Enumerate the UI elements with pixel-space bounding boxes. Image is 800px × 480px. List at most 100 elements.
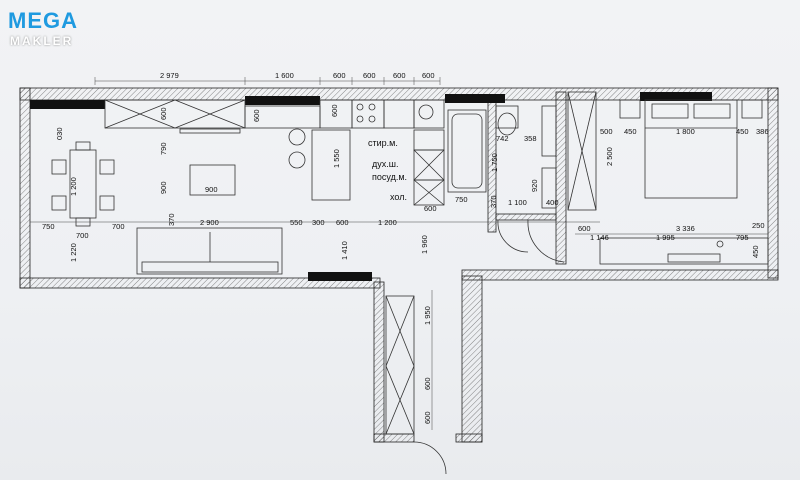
- label-fridge: хол.: [390, 192, 407, 202]
- corridor-east-wall: [461, 275, 483, 443]
- dim-bath-742: 742: [496, 134, 509, 143]
- dim-left-790: 790: [159, 142, 168, 155]
- dim-dining-750: 750: [42, 222, 55, 231]
- corridor-storage: [385, 295, 447, 475]
- dim-top-600b: 600: [363, 71, 376, 80]
- toilet: [495, 105, 519, 129]
- dim-bed-386: 386: [756, 127, 769, 136]
- dim-bed-1800: 1 800: [676, 127, 695, 136]
- dim-top-2979: 2 979: [160, 71, 179, 80]
- chair-2: [51, 195, 67, 211]
- corridor-west-wall: [373, 281, 385, 443]
- dim-bed-3336: 3 336: [676, 224, 695, 233]
- dim-kit-1550: 1 550: [332, 149, 341, 168]
- east-wall: [767, 87, 779, 279]
- dim-bath-920: 920: [530, 179, 539, 192]
- dim-left-900: 900: [159, 181, 168, 194]
- dim-left-370: 370: [167, 213, 176, 226]
- dim-row-550: 550: [290, 218, 303, 227]
- dim-kit-600c: 600: [330, 104, 339, 117]
- windows: [30, 92, 712, 281]
- bedroom-wall: [555, 91, 567, 265]
- nightstand-right: [741, 99, 763, 119]
- bath-wall-bottom: [495, 213, 557, 221]
- chair-3: [99, 159, 115, 175]
- dim-bath-400: 400: [546, 198, 559, 207]
- west-wall: [19, 87, 31, 289]
- dim-bed-450a: 450: [624, 127, 637, 136]
- living-area: [51, 141, 283, 275]
- dim-bed-795: 795: [736, 233, 749, 242]
- bedroom: [567, 91, 769, 265]
- chair-1: [51, 159, 67, 175]
- window-living: [30, 100, 105, 109]
- bedroom-door: [527, 219, 565, 263]
- counter-2: [383, 99, 415, 129]
- dim-mid-1410: 1 410: [340, 241, 349, 260]
- dim-left-1220: 1 220: [69, 243, 78, 262]
- kitchen-island: [311, 129, 351, 201]
- dim-bed-2500: 2 500: [605, 147, 614, 166]
- dim-top-600d: 600: [422, 71, 435, 80]
- dim-row-1200: 1 200: [378, 218, 397, 227]
- dim-bed-450c: 450: [751, 245, 760, 258]
- label-dishwasher: посуд.м.: [372, 172, 407, 182]
- dim-dining-700b: 700: [112, 222, 125, 231]
- dimension-lines: [30, 77, 768, 430]
- dimension-labels: 2 979 1 600 600 600 600 600 600 600 600 …: [42, 71, 769, 424]
- nightstand-left: [619, 99, 641, 119]
- bar-stool-1: [288, 128, 306, 146]
- dim-bath-750: 750: [455, 195, 468, 204]
- window-kitchen: [245, 96, 320, 105]
- dim-bed-600: 600: [578, 224, 591, 233]
- bed: [644, 99, 738, 199]
- bathroom: [447, 105, 565, 263]
- dim-top-600a: 600: [333, 71, 346, 80]
- wardrobe: [567, 91, 597, 211]
- dim-corr-600a: 600: [423, 377, 432, 390]
- dim-island-900: 900: [205, 185, 218, 194]
- dim-dining-700a: 700: [76, 231, 89, 240]
- label-washer: стир.м.: [368, 138, 398, 148]
- upper-cabinets: [104, 99, 246, 129]
- bath-door: [497, 219, 529, 253]
- dim-bath-600: 600: [424, 204, 437, 213]
- dim-corr-1960: 1 960: [420, 235, 429, 254]
- dim-kit-600a: 600: [159, 107, 168, 120]
- window-south: [308, 272, 372, 281]
- logo-makler-text: MAKLER: [10, 34, 74, 48]
- desk: [599, 237, 769, 265]
- dim-bed-250: 250: [752, 221, 765, 230]
- washer-cabinet: [413, 129, 445, 151]
- dim-bed-1995: 1 995: [656, 233, 675, 242]
- chair-5: [75, 141, 91, 151]
- logo-mega-text: MEGA: [8, 8, 78, 33]
- window-bedroom: [640, 92, 712, 101]
- kitchen: [104, 99, 445, 206]
- bath-cabinet: [541, 105, 557, 157]
- dim-left-1200: 1 200: [69, 177, 78, 196]
- appliance-labels: стир.м. дух.ш. посуд.м. хол.: [368, 138, 407, 202]
- dim-row-600: 600: [336, 218, 349, 227]
- corridor-wardrobe: [385, 295, 415, 435]
- dim-top-1600: 1 600: [275, 71, 294, 80]
- dim-left-030: 030: [55, 127, 64, 140]
- corridor-end-wall-right: [455, 433, 483, 443]
- walls: [19, 87, 779, 443]
- hood: [179, 128, 241, 134]
- label-oven: дух.ш.: [372, 159, 398, 169]
- dim-bath-358: 358: [524, 134, 537, 143]
- bar-stool-2: [288, 151, 306, 169]
- bath-cabinet-2: [541, 167, 557, 209]
- fridge-cabinet: [413, 179, 445, 206]
- dim-row-300: 300: [312, 218, 325, 227]
- dim-corr-600b: 600: [423, 411, 432, 424]
- dim-kit-600b: 600: [252, 109, 261, 122]
- dim-bed-450b: 450: [736, 127, 749, 136]
- dim-bath-370: 370: [489, 195, 498, 208]
- hob: [351, 99, 385, 129]
- dim-row-2900: 2 900: [200, 218, 219, 227]
- bathtub: [447, 109, 487, 193]
- coffee-table: [189, 164, 236, 196]
